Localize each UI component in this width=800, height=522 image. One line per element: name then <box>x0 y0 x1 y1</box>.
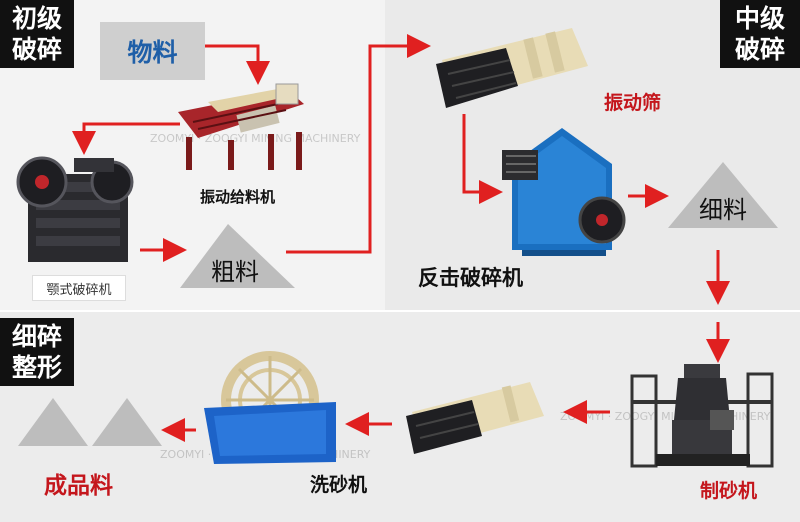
sand-washer-image <box>204 351 336 464</box>
vibrating-screen-bottom-image <box>406 382 544 454</box>
coarse-material-label: 粗料 <box>211 258 259 286</box>
coarse-material-pile <box>180 224 295 288</box>
input-material-label: 物料 <box>127 38 178 67</box>
vibrating-screen-image <box>436 28 588 108</box>
output-pile-right <box>92 398 162 446</box>
jaw-crusher-image <box>16 156 134 262</box>
stage-secondary-crushing: 中级 破碎 <box>720 0 800 68</box>
output-label: 成品料 <box>44 473 113 499</box>
impact-crusher-label: 反击破碎机 <box>418 266 523 290</box>
stage-primary-crushing: 初级 破碎 <box>0 0 74 68</box>
jaw-crusher-label-box: 颚式破碎机 <box>32 275 126 301</box>
vibrating-feeder-image <box>178 83 304 170</box>
fine-material-pile <box>668 162 778 228</box>
sand-maker-label: 制砂机 <box>700 480 758 502</box>
sand-washer-label: 洗砂机 <box>310 474 368 496</box>
fine-material-label: 细料 <box>699 196 747 224</box>
sand-maker-image <box>630 364 774 468</box>
vibrating-feeder-label: 振动给料机 <box>200 188 276 206</box>
output-pile-left <box>18 398 88 446</box>
input-material-box: 物料 <box>100 22 205 80</box>
stage-fine-crushing: 细碎 整形 <box>0 318 74 386</box>
impact-crusher-image <box>502 128 626 256</box>
jaw-crusher-label: 颚式破碎机 <box>46 282 112 298</box>
vibrating-screen-label: 振动筛 <box>604 92 662 114</box>
